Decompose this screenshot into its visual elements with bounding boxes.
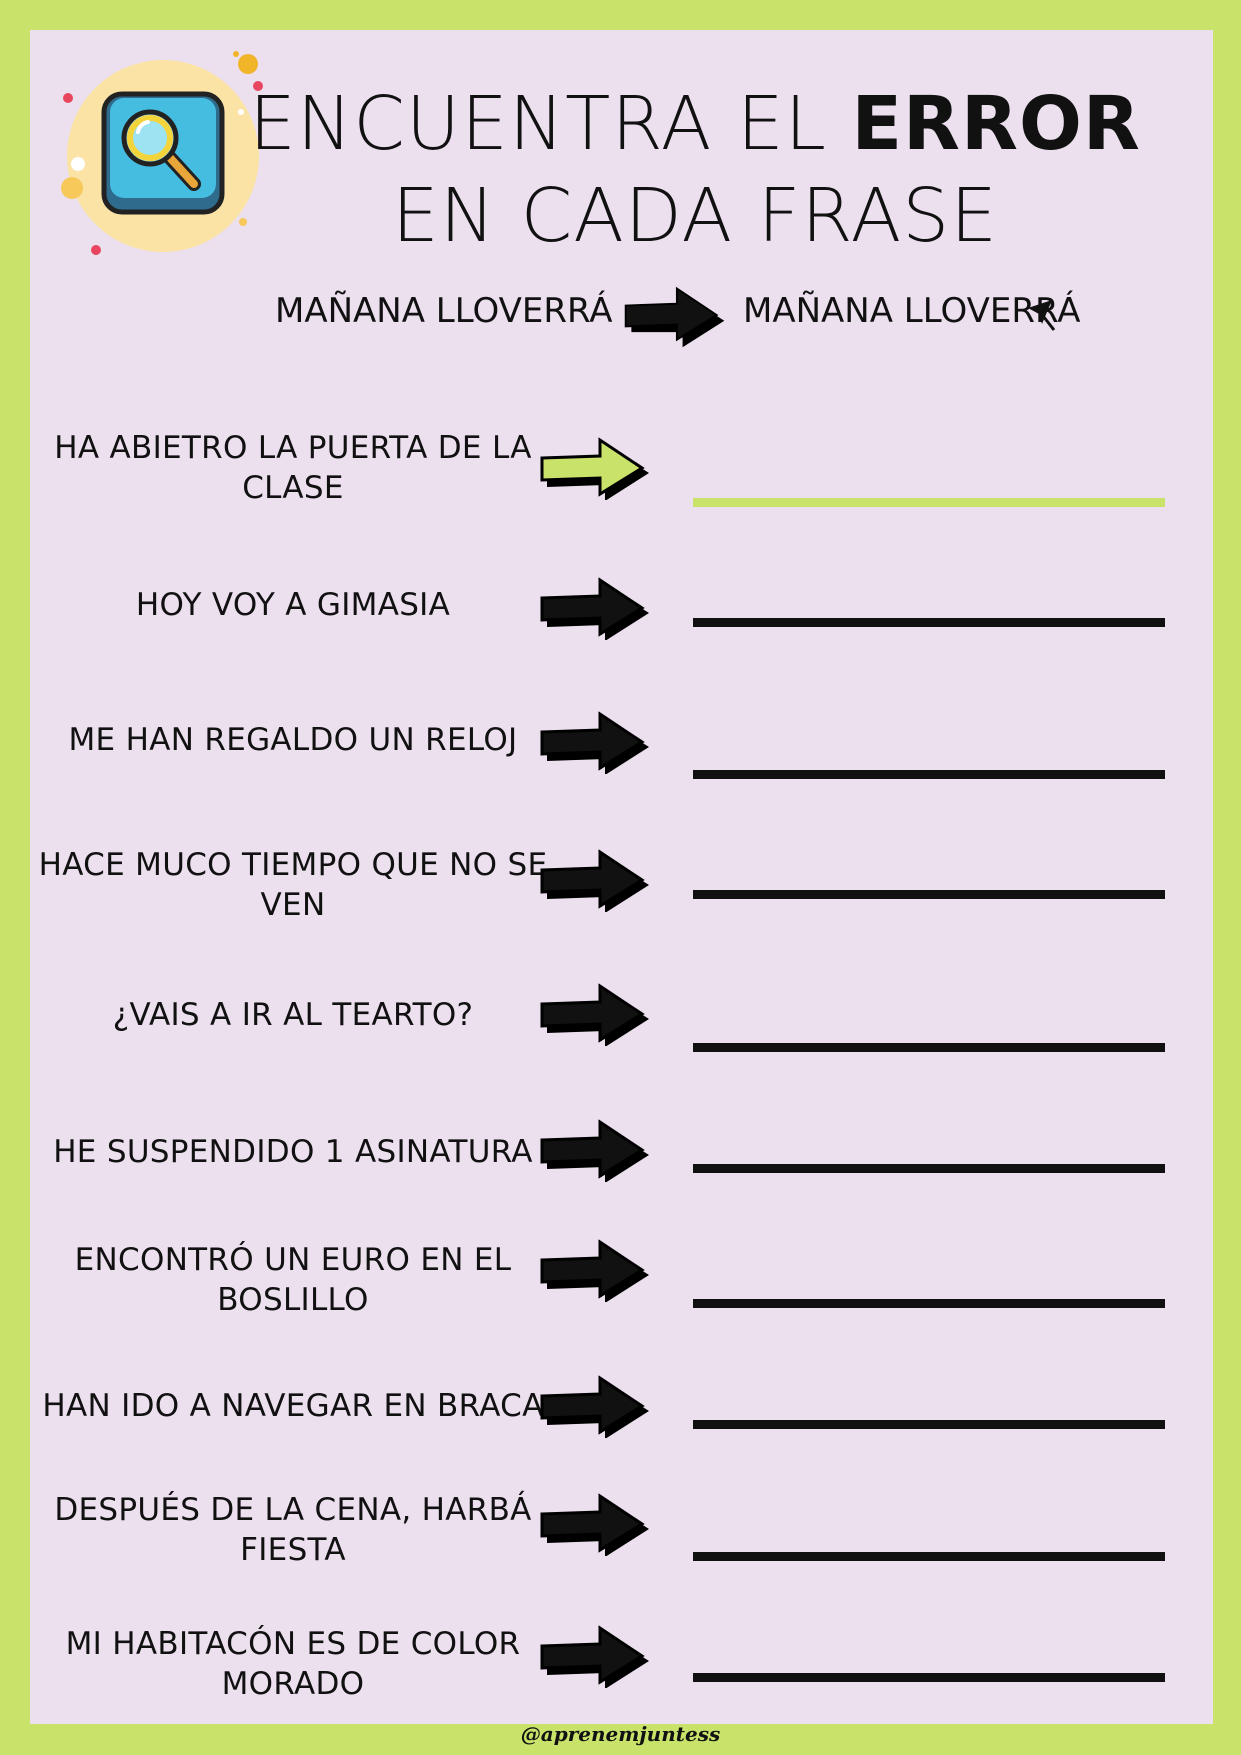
title-line-2: EN CADA FRASE bbox=[391, 173, 999, 259]
right-arrow-icon bbox=[540, 849, 649, 912]
footer-handle: @aprenemjuntess bbox=[520, 1722, 721, 1746]
right-arrow-icon bbox=[540, 577, 649, 640]
answer-line-1[interactable] bbox=[693, 498, 1165, 507]
right-arrow-icon bbox=[624, 286, 725, 348]
sentence-3: ME HAN REGALDO UN RELOJ bbox=[68, 722, 518, 758]
title-emphasis: ERROR bbox=[851, 81, 1141, 167]
sentence-9: DESPUÉS DE LA CENA, HARBÁ FIESTA bbox=[54, 1492, 532, 1568]
sentence-5: ¿VAIS A IR AL TEARTO? bbox=[112, 997, 474, 1033]
title-prefix: ENCUENTRA EL bbox=[249, 81, 852, 167]
sentence-4: HACE MUCO TIEMPO QUE NO SE VEN bbox=[38, 847, 548, 923]
answer-line-10[interactable] bbox=[693, 1673, 1165, 1682]
answer-line-6[interactable] bbox=[693, 1164, 1165, 1173]
answer-line-5[interactable] bbox=[693, 1043, 1165, 1052]
answer-line-3[interactable] bbox=[693, 770, 1165, 779]
right-arrow-icon bbox=[540, 983, 649, 1046]
right-arrow-icon bbox=[540, 1375, 649, 1438]
right-arrow-icon bbox=[540, 1119, 649, 1182]
cursor-icon bbox=[1028, 300, 1056, 331]
answer-line-9[interactable] bbox=[693, 1552, 1165, 1561]
sentence-8: HAN IDO A NAVEGAR EN BRACA bbox=[42, 1388, 544, 1424]
right-arrow-icon bbox=[540, 1625, 649, 1688]
title-line-1: ENCUENTRA EL ERROR bbox=[240, 78, 1150, 170]
sentence-6: HE SUSPENDIDO 1 ASINATURA bbox=[53, 1134, 533, 1170]
sentence-1: HA ABIETRO LA PUERTA DE LA CLASE bbox=[54, 430, 532, 506]
example-correct: MAÑANA LLOVERRÁ bbox=[743, 291, 1081, 331]
page-title: ENCUENTRA EL ERROR EN CADA FRASE bbox=[240, 78, 1150, 262]
right-arrow-icon bbox=[540, 437, 649, 500]
right-arrow-icon bbox=[540, 1239, 649, 1302]
sentence-2: HOY VOY A GIMASIA bbox=[135, 587, 451, 623]
answer-line-8[interactable] bbox=[693, 1420, 1165, 1429]
answer-line-4[interactable] bbox=[693, 890, 1165, 899]
magnifier-icon bbox=[61, 51, 263, 255]
answer-line-2[interactable] bbox=[693, 618, 1165, 627]
right-arrow-icon bbox=[540, 1493, 649, 1556]
sentence-10: MI HABITACÓN ES DE COLOR MORADO bbox=[65, 1626, 521, 1702]
example-wrong: MAÑANA LLOVERRÁ bbox=[275, 291, 613, 331]
right-arrow-icon bbox=[540, 711, 649, 774]
answer-line-7[interactable] bbox=[693, 1299, 1165, 1308]
sentence-7: ENCONTRÓ UN EURO EN EL BOSLILLO bbox=[74, 1242, 512, 1318]
